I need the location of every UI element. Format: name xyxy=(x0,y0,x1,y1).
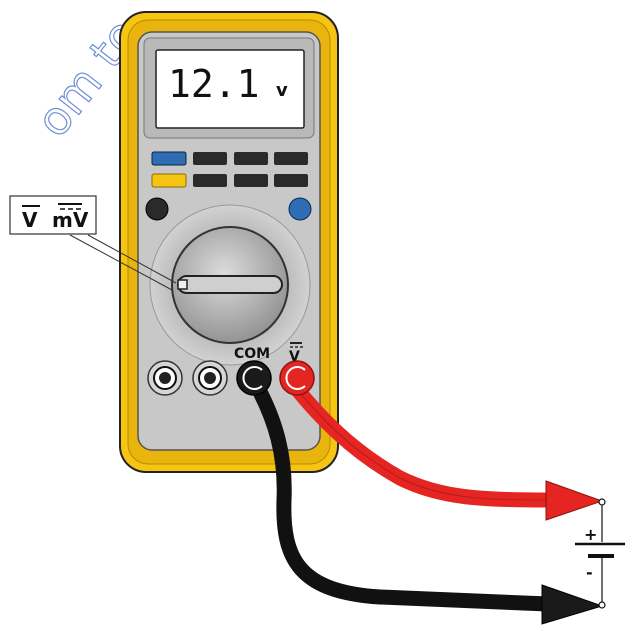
display-unit: v xyxy=(276,80,288,101)
dial-indicator xyxy=(177,279,188,290)
callout-box xyxy=(9,195,97,235)
callout-dc-millivolts: mV xyxy=(52,208,89,232)
button-bottom-4[interactable] xyxy=(274,174,308,187)
dial-pointer xyxy=(177,275,283,294)
round-button-black[interactable] xyxy=(145,197,169,221)
round-button-blue[interactable] xyxy=(288,197,312,221)
button-top-4[interactable] xyxy=(274,152,308,165)
button-bottom-3[interactable] xyxy=(234,174,268,187)
callout-dc-volts: V xyxy=(22,208,38,232)
battery-symbol xyxy=(575,498,625,609)
jack-amps[interactable] xyxy=(147,360,183,396)
button-top-2[interactable] xyxy=(193,152,227,165)
com-jack-plug[interactable] xyxy=(236,360,272,396)
button-blue[interactable] xyxy=(151,151,187,166)
button-yellow[interactable] xyxy=(151,173,187,188)
display-value: 12.1 xyxy=(168,62,260,106)
battery-positive-sign: + xyxy=(584,525,597,544)
red-probe-tip xyxy=(545,480,604,521)
jack-milliamps[interactable] xyxy=(192,360,228,396)
volt-jack-label: V xyxy=(289,349,300,365)
lcd-display xyxy=(155,49,305,129)
button-bottom-2[interactable] xyxy=(193,174,227,187)
battery-negative-sign: - xyxy=(586,563,593,582)
com-jack-label: COM xyxy=(234,346,270,362)
button-top-3[interactable] xyxy=(234,152,268,165)
black-probe-tip xyxy=(541,584,604,625)
volt-jack-plug[interactable] xyxy=(279,360,315,396)
black-probe-lead xyxy=(250,380,556,612)
callout-leader xyxy=(87,234,177,284)
